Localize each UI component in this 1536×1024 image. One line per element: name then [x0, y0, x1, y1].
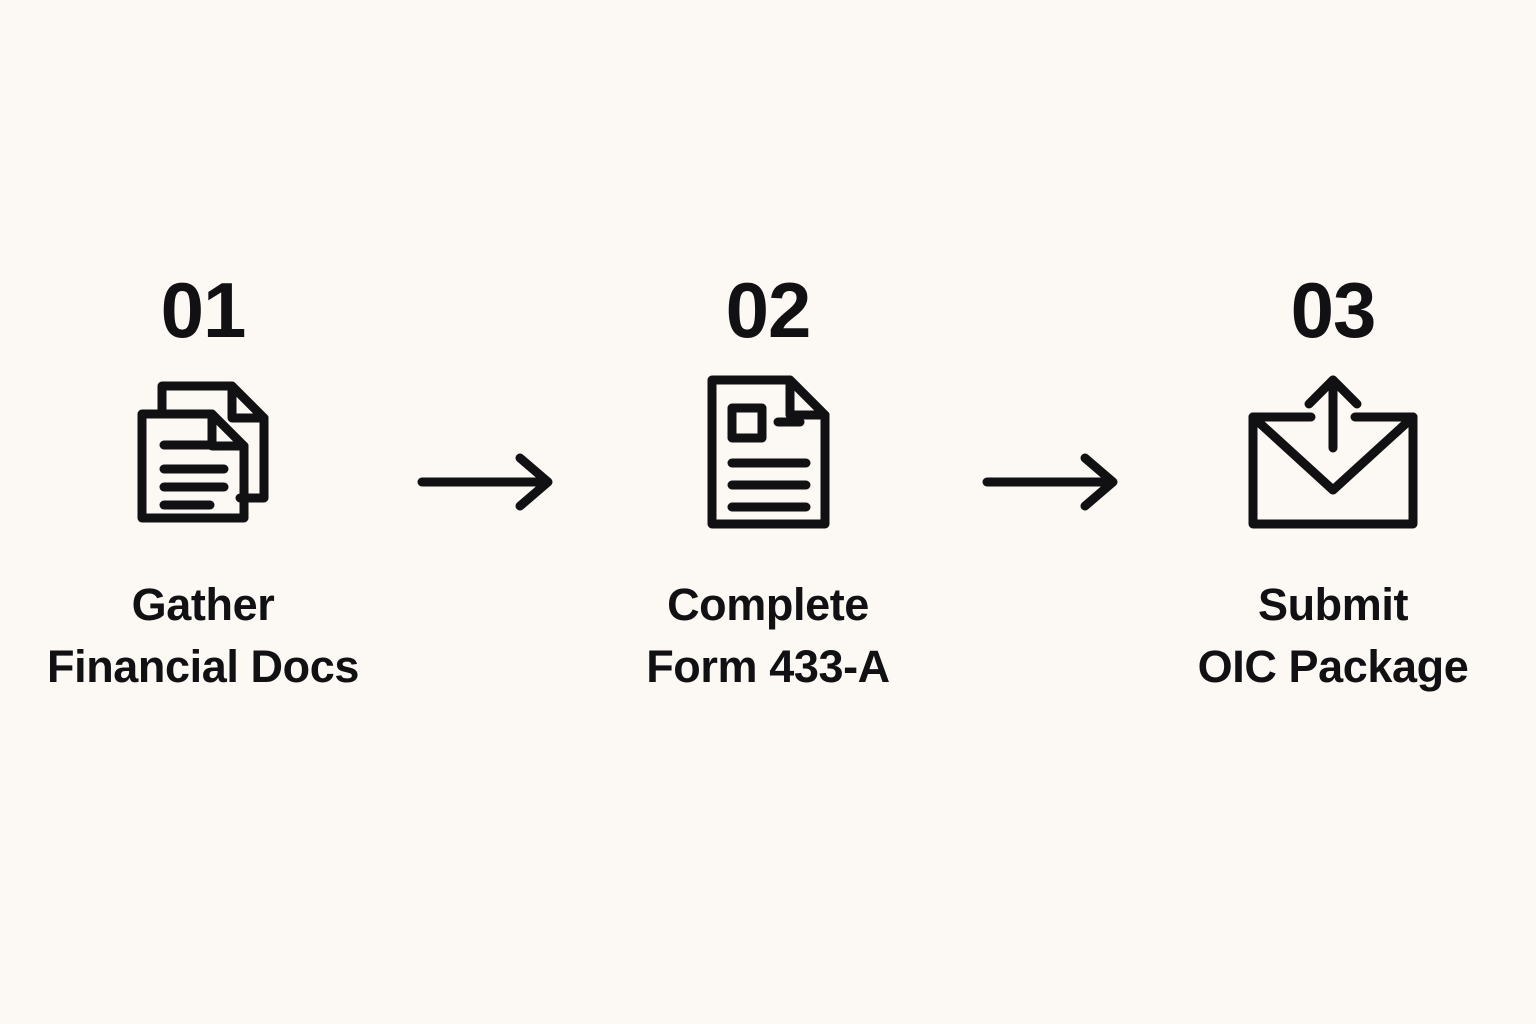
- process-step-2: 02 Complete Form 433-A: [568, 270, 968, 698]
- step-label-1-line1: Gather: [131, 579, 275, 630]
- step-number-2: 02: [725, 266, 812, 354]
- step-label-1-line2: Financial Docs: [47, 641, 359, 693]
- connector-2: [968, 270, 1133, 512]
- connector-1: [403, 270, 568, 512]
- step-label-3: Submit OIC Package: [1198, 574, 1469, 698]
- documents-stack-icon: [128, 372, 278, 532]
- step-number-3: 03: [1290, 266, 1377, 354]
- step-label-2-line1: Complete: [667, 579, 869, 630]
- process-step-3: 03 Submit OIC Package: [1133, 270, 1533, 698]
- process-step-1: 01 Gather Financial Docs: [3, 270, 403, 698]
- envelope-upload-icon: [1243, 372, 1423, 532]
- arrow-right-icon: [417, 453, 552, 511]
- form-document-icon: [696, 372, 841, 532]
- step-label-2-line2: Form 433-A: [646, 641, 890, 693]
- step-label-3-line2: OIC Package: [1197, 641, 1469, 693]
- arrow-right-icon: [982, 453, 1117, 511]
- step-label-1: Gather Financial Docs: [47, 574, 359, 698]
- step-label-2: Complete Form 433-A: [646, 574, 890, 698]
- process-flow: 01 Gather Financial Docs: [0, 270, 1536, 720]
- step-label-3-line1: Submit: [1257, 579, 1409, 630]
- step-number-1: 01: [160, 266, 247, 354]
